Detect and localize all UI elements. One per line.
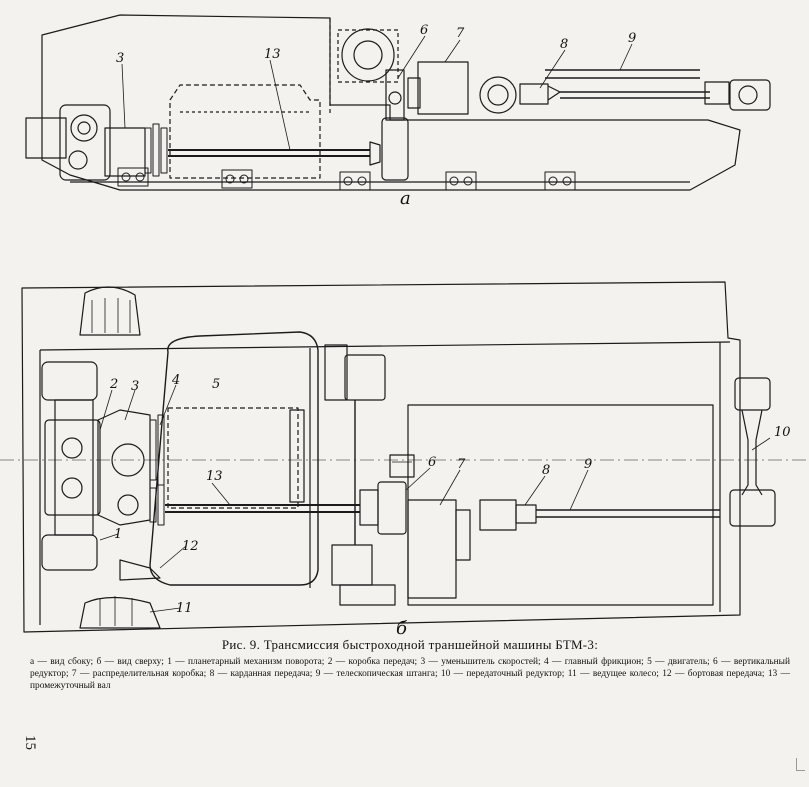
callout-top-10: 10 [774,425,791,440]
callout-top-9: 9 [584,457,593,472]
callout-side-3: 3 [116,51,125,66]
callout-top-4: 4 [172,373,181,388]
view-label-side: а [400,188,411,209]
callout-side-8: 8 [560,37,569,52]
callout-top-7: 7 [457,457,466,472]
side-view [25,14,771,191]
callout-top-6: 6 [428,455,437,470]
view-label-top: б [396,618,407,639]
page-number: 15 [22,735,38,750]
callout-top-2: 2 [110,377,119,392]
page-edge-mark [796,758,805,771]
callout-top-11: 11 [176,601,193,616]
callout-side-7: 7 [456,26,465,41]
caption-legend: а — вид сбоку; б — вид сверху; 1 — плане… [30,657,790,691]
callout-top-1: 1 [114,527,123,542]
callout-top-5: 5 [212,377,221,392]
callout-top-12: 12 [182,539,199,554]
callout-top-8: 8 [542,463,551,478]
callout-top-13: 13 [206,469,223,484]
figure-caption: Рис. 9. Трансмиссия быстроходной траншей… [30,637,790,692]
callout-side-9: 9 [628,31,637,46]
top-view [0,281,809,633]
callout-top-3: 3 [131,379,140,394]
caption-title: Рис. 9. Трансмиссия быстроходной траншей… [221,637,599,652]
callout-side-13: 13 [264,47,281,62]
callout-side-6: 6 [420,23,429,38]
